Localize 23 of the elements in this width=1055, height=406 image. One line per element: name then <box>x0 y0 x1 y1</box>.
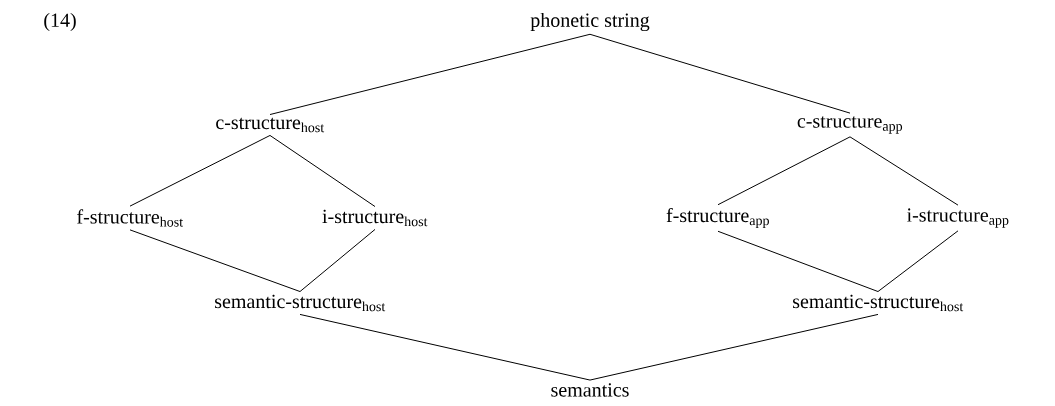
node-label: c-structure$_{app}$ <box>797 116 903 134</box>
node-label: f-structure$_{host}$ <box>77 209 183 227</box>
node-label: semantic-structure$_{host}$ <box>793 294 964 312</box>
node-label: i-structure$_{app}$ <box>906 208 1009 228</box>
node-label: semantic-structure$_{host}$ <box>215 294 386 312</box>
tree-line <box>717 230 879 293</box>
tree-line <box>717 136 851 206</box>
tree-line <box>877 230 959 293</box>
tree-line <box>589 33 851 114</box>
tree-line <box>299 313 591 381</box>
tree-line <box>849 136 959 206</box>
node-label: i-structure$_{host}$ <box>322 209 428 227</box>
tree-line <box>129 229 301 293</box>
node-label: c-structure$_{host}$ <box>216 117 325 133</box>
tree-line <box>299 228 376 293</box>
tree-line <box>589 313 879 381</box>
tree-line <box>269 33 591 116</box>
example-number: (14) <box>44 12 76 32</box>
node-label: semantics <box>551 383 629 397</box>
node-label: f-structure$_{app}$ <box>666 207 769 229</box>
tree-line <box>269 134 376 208</box>
node-label: phonetic string <box>530 12 650 32</box>
tree-line <box>129 134 271 207</box>
